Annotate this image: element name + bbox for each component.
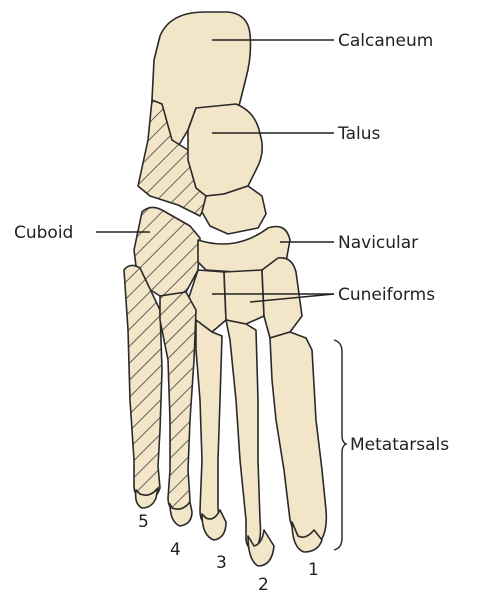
metatarsal-4 xyxy=(160,292,196,512)
navicular-label: Navicular xyxy=(338,233,418,253)
digit-1-label: 1 xyxy=(308,560,319,580)
digit-5-label: 5 xyxy=(138,512,149,532)
metatarsals-label: Metatarsals xyxy=(350,435,449,455)
talus-bone xyxy=(188,104,262,196)
digit-2-label: 2 xyxy=(258,575,269,595)
talus-label: Talus xyxy=(337,124,380,144)
cuboid-label: Cuboid xyxy=(14,223,73,243)
digit-3-label: 3 xyxy=(216,553,227,573)
calcaneum-label: Calcaneum xyxy=(338,31,433,51)
metatarsal-5 xyxy=(124,265,162,500)
metatarsal-1 xyxy=(270,332,326,546)
cuneiform-intermediate xyxy=(224,270,264,324)
digit-4-label: 4 xyxy=(170,540,181,560)
metatarsal-2 xyxy=(226,320,261,549)
metatarsals-bracket xyxy=(334,340,346,550)
metatarsal-3 xyxy=(196,320,222,526)
cuneiforms-label: Cuneiforms xyxy=(338,285,435,305)
